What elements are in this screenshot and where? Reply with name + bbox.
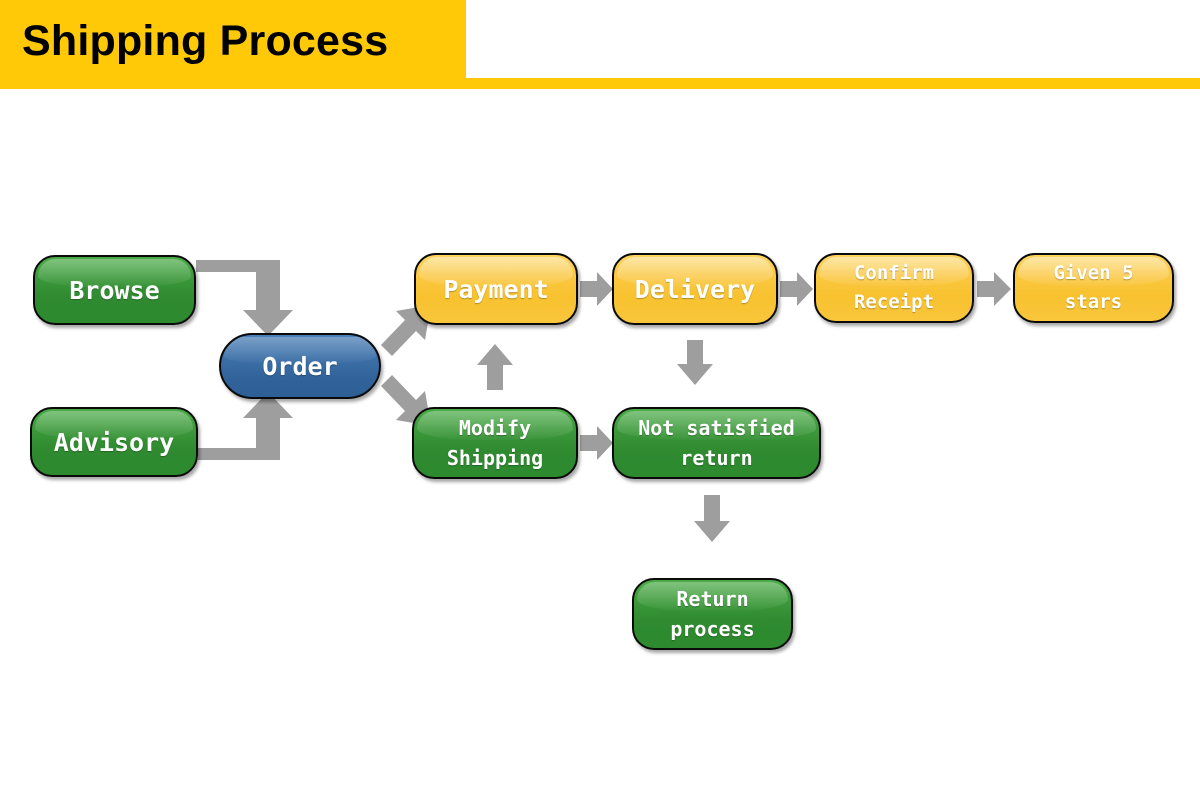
edge-modify-to-payment (477, 344, 513, 390)
node-confirm-receipt-label: Confirm Receipt (853, 262, 935, 313)
node-return-process[interactable]: Return process (632, 578, 793, 650)
node-payment[interactable]: Payment (414, 253, 578, 325)
node-advisory[interactable]: Advisory (30, 407, 198, 477)
edge-delivery-to-confirm (780, 272, 813, 306)
node-delivery[interactable]: Delivery (612, 253, 778, 325)
edge-notsat-to-returnp (694, 495, 730, 542)
node-advisory-label: Advisory (53, 427, 175, 457)
node-order[interactable]: Order (219, 333, 381, 399)
node-return-process-label: Return process (670, 587, 755, 641)
header-accent-bar (0, 78, 1200, 89)
edge-confirm-to-stars (977, 272, 1011, 306)
edge-advisory-to-order (198, 392, 293, 460)
node-not-satisfied-return[interactable]: Not satisfied return (612, 407, 821, 479)
node-browse-label: Browse (69, 275, 160, 305)
page-header: Shipping Process (0, 0, 1200, 90)
page-title: Shipping Process (22, 17, 389, 65)
edge-browse-to-order (196, 260, 293, 336)
node-modify-shipping[interactable]: Modify Shipping (412, 407, 578, 479)
node-confirm-receipt[interactable]: Confirm Receipt (814, 253, 974, 323)
edge-modify-to-notsat (580, 426, 613, 460)
node-payment-label: Payment (443, 274, 549, 304)
node-given-5-stars-label: Given 5 stars (1053, 262, 1134, 313)
node-browse[interactable]: Browse (33, 255, 196, 325)
node-order-label: Order (262, 351, 338, 381)
edge-delivery-to-notsat (677, 340, 713, 385)
node-modify-shipping-label: Modify Shipping (446, 416, 544, 470)
node-given-5-stars[interactable]: Given 5 stars (1013, 253, 1174, 323)
header-accent-block (0, 0, 466, 78)
node-delivery-label: Delivery (634, 274, 756, 304)
node-not-satisfied-return-label: Not satisfied return (638, 416, 795, 470)
edge-payment-to-delivery (580, 272, 613, 306)
